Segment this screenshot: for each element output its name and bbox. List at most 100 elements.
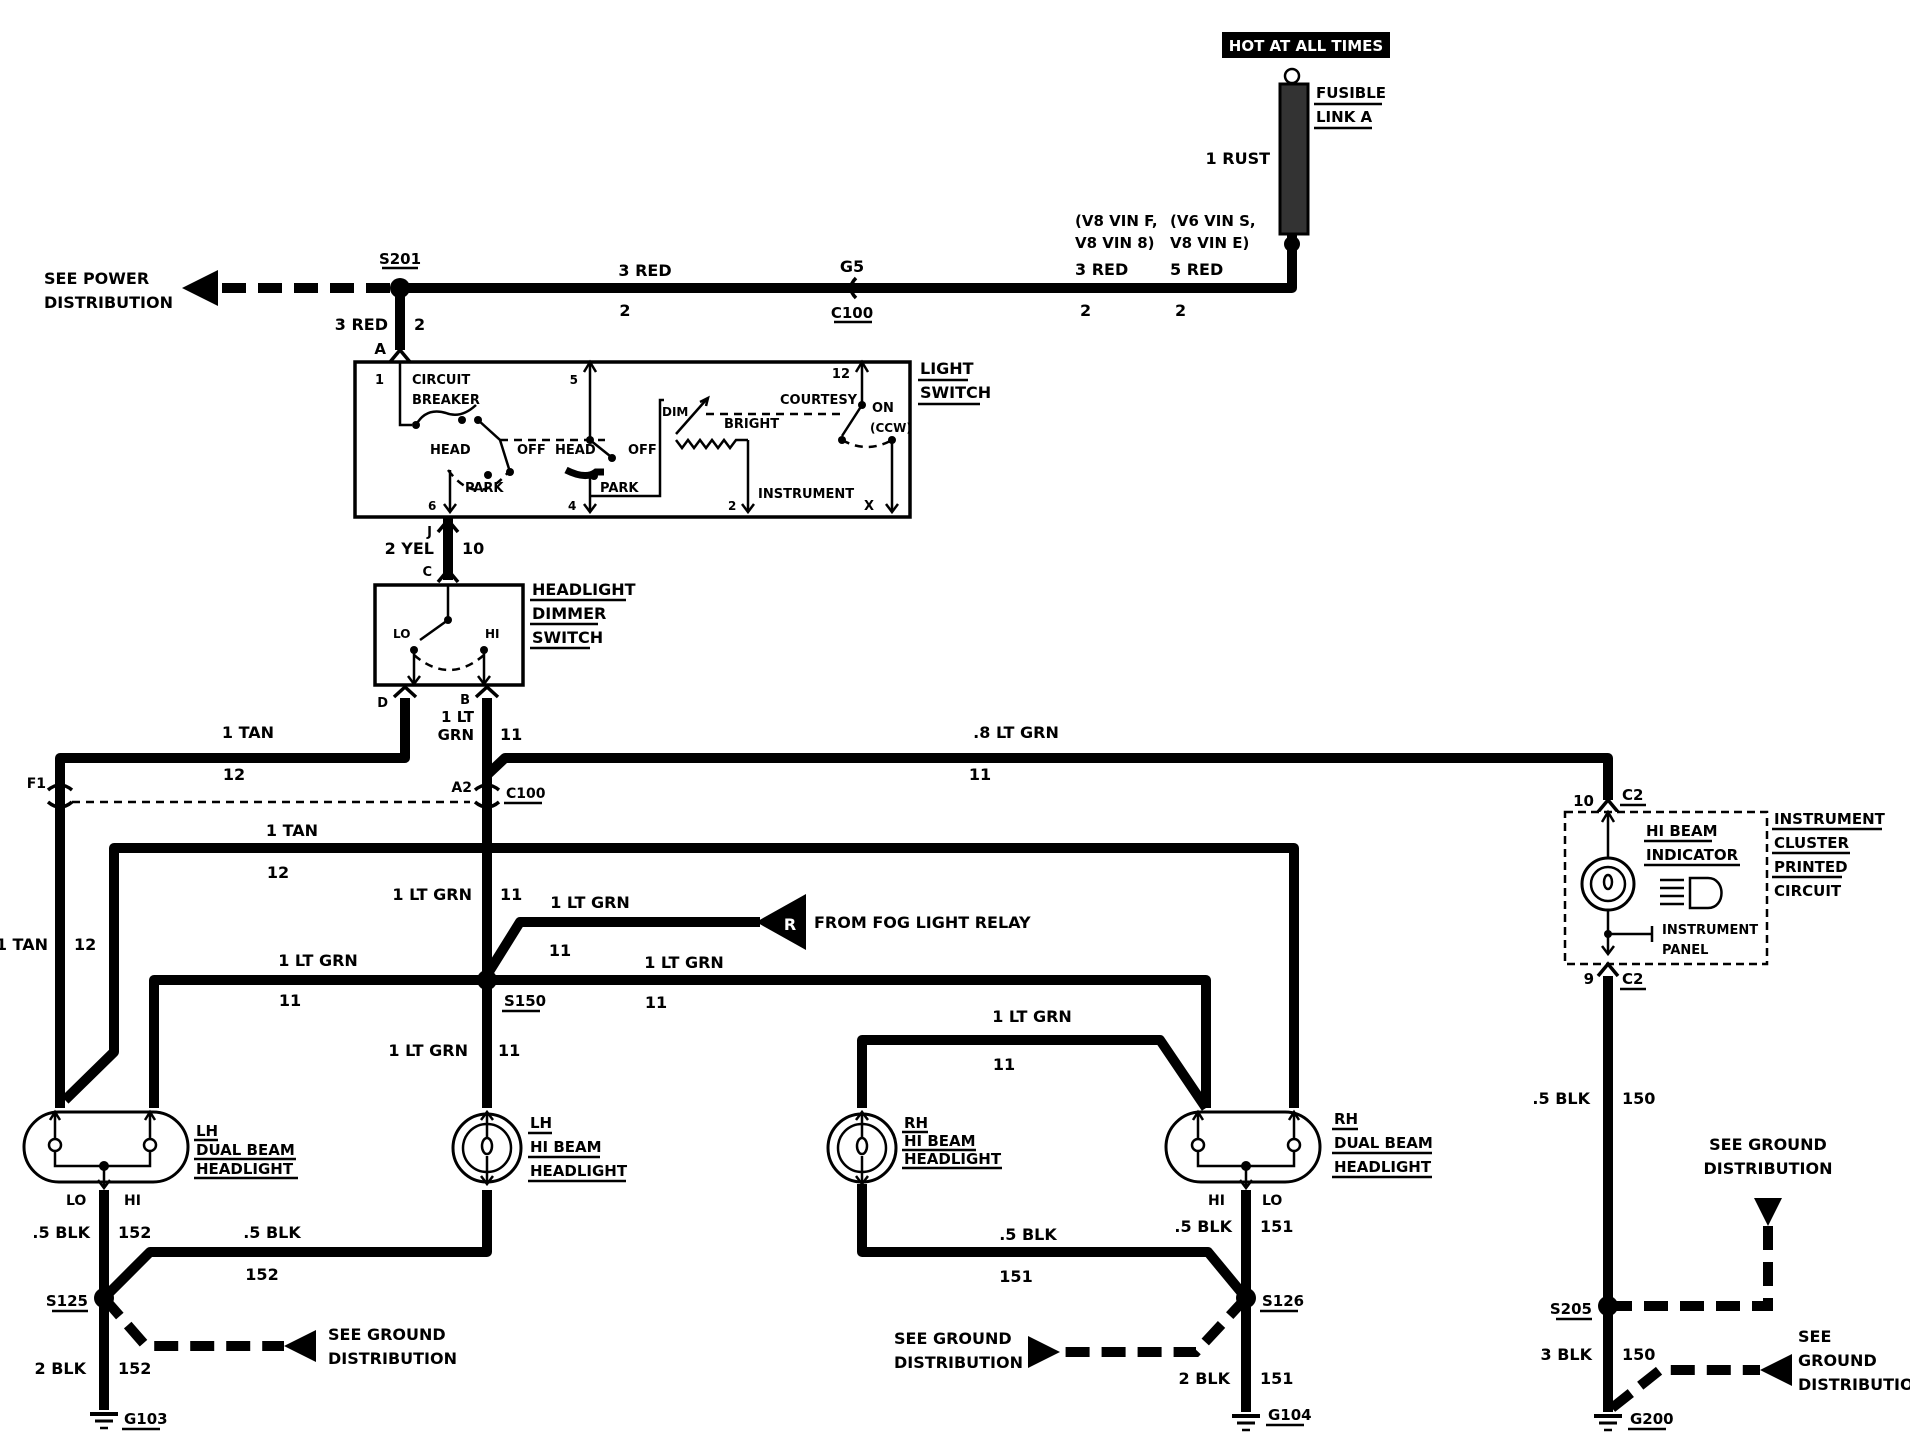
rh-blk5: .5 BLK	[1174, 1217, 1232, 1236]
pin-1: 1	[375, 373, 384, 388]
lh-ground-arrow	[284, 1330, 316, 1362]
rh-dual-title-2: DUAL BEAM	[1334, 1134, 1433, 1152]
lh-hi-title-2: HI BEAM	[530, 1138, 602, 1156]
tan-mid: 1 TAN	[266, 821, 318, 840]
c100-top-label: C100	[831, 304, 873, 322]
lh-dual-title-2: DUAL BEAM	[196, 1141, 295, 1159]
dim-label: DIM	[662, 405, 688, 419]
lh-ground-1: SEE GROUND	[328, 1325, 446, 1344]
wire-2yel: 2 YEL	[385, 539, 434, 558]
hot-at-all-times-badge	[1222, 32, 1390, 58]
hi-beam-symbol-icon	[1660, 876, 1723, 910]
hot-at-all-times-label: HOT AT ALL TIMES	[1229, 37, 1383, 55]
instrument-label: INSTRUMENT	[758, 487, 854, 502]
ltgrn-lh: 1 LT GRN	[278, 951, 358, 970]
lh-dual-hi: HI	[124, 1193, 141, 1209]
g104-ground-icon	[1232, 1414, 1260, 1432]
circuit-2-drop: 2	[414, 315, 425, 334]
s126-label: S126	[1262, 1292, 1304, 1310]
lh-ground-2: DISTRIBUTION	[328, 1349, 457, 1368]
rh-c151c: 151	[1260, 1369, 1293, 1388]
ltgrn-down: 1 LT GRN	[392, 885, 472, 904]
cluster-c150: 150	[1622, 1089, 1655, 1108]
f1-label: F1	[27, 776, 46, 792]
head-2: HEAD	[555, 443, 596, 458]
cluster-ground-top-arrow	[1754, 1198, 1782, 1226]
a2-label: A2	[451, 780, 472, 796]
cluster-c2-bot: C2	[1622, 970, 1643, 988]
cluster-ground-top-2: DISTRIBUTION	[1704, 1159, 1833, 1178]
g104-label: G104	[1268, 1406, 1312, 1424]
fusible-link-a	[1278, 82, 1310, 236]
cluster-ground-side-1: SEE	[1798, 1327, 1831, 1346]
courtesy-label: COURTESY	[780, 393, 858, 408]
cluster-pin-10: 10	[1573, 792, 1594, 810]
dimmer-pin-j: J	[426, 525, 432, 540]
pin-12: 12	[832, 367, 850, 382]
pin-6: 6	[428, 499, 436, 513]
c11-s150-down: 11	[498, 1041, 520, 1060]
c11-fog: 11	[549, 941, 571, 960]
ltgrn-fog: 1 LT GRN	[550, 893, 630, 912]
tan-top: 1 TAN	[222, 723, 274, 742]
s125-label: S125	[46, 1292, 88, 1310]
rh-c151: 151	[1260, 1217, 1293, 1236]
wire-3red-a: 3 RED	[1075, 260, 1128, 279]
rh-hi-title-3: HEADLIGHT	[904, 1150, 1002, 1168]
lh-hi-beam-headlight: LH HI BEAM HEADLIGHT	[451, 1109, 628, 1187]
cluster-title-2: CLUSTER	[1774, 834, 1849, 852]
panel-label-2: PANEL	[1662, 943, 1708, 958]
lh-dual-lamp-body	[22, 1110, 190, 1184]
light-switch-box	[353, 360, 912, 519]
pin-5: 5	[570, 373, 578, 387]
cluster-title-4: CIRCUIT	[1774, 882, 1842, 900]
c11-lh: 11	[279, 991, 301, 1010]
indicator-title-1: HI BEAM	[1646, 822, 1718, 840]
c12-left: 12	[74, 935, 96, 954]
light-switch: A LIGHT SWITCH 1 CIRCUIT BREAKER HEAD OF…	[353, 340, 991, 519]
cluster-pin-9: 9	[1584, 970, 1594, 988]
circuit-2-main: 2	[619, 301, 630, 320]
pin-4: 4	[568, 499, 576, 513]
variant-a-line1: (V8 VIN F,	[1075, 212, 1158, 230]
instrument-cluster: 10 C2 INSTRUMENT CLUSTER PRINTED CIRCUIT…	[1532, 786, 1910, 1432]
indicator-title-2: INDICATOR	[1646, 846, 1739, 864]
tan-left: 1 TAN	[0, 935, 48, 954]
pin-2: 2	[728, 499, 736, 513]
cluster-title-3: PRINTED	[1774, 858, 1848, 876]
lh-dual-beam-headlight: LH DUAL BEAM HEADLIGHT LO HI .5 BLK 152 …	[22, 1109, 492, 1431]
fusible-link-top-terminal	[1283, 67, 1301, 85]
lh-hi-title-3: HEADLIGHT	[530, 1162, 628, 1180]
dimmer-title-1: HEADLIGHT	[532, 580, 636, 599]
s205-splice	[1598, 1296, 1618, 1316]
dimmer-pin-d: D	[377, 696, 388, 711]
dimmer-title-2: DIMMER	[532, 604, 606, 623]
rh-dual-beam-headlight: RH DUAL BEAM HEADLIGHT HI LO .5 BLK 151 …	[894, 1109, 1433, 1432]
rh-dual-lamp-body	[1164, 1110, 1322, 1184]
lh-c152b: 152	[245, 1265, 278, 1284]
lh-c152: 152	[118, 1223, 151, 1242]
s150-label: S150	[504, 992, 546, 1010]
c11-long: 11	[969, 765, 991, 784]
fusible-link-label-1: FUSIBLE	[1316, 84, 1386, 102]
cluster-ground-side-2: GROUND	[1798, 1351, 1877, 1370]
dimmer-hi: HI	[485, 627, 500, 641]
lh-blk5: .5 BLK	[32, 1223, 90, 1242]
g103-label: G103	[124, 1410, 168, 1428]
rh-dual-lo: LO	[1262, 1193, 1282, 1209]
s205-label: S205	[1550, 1300, 1592, 1318]
head-1: HEAD	[430, 443, 471, 458]
variant-b-line2: V8 VIN E)	[1170, 234, 1249, 252]
wire-1ltgrn-a: 1 LT	[441, 708, 475, 726]
cluster-ground-side-arrow	[1760, 1354, 1792, 1386]
circuit-breaker-1: CIRCUIT	[412, 373, 470, 388]
cluster-blk5: .5 BLK	[1532, 1089, 1590, 1108]
circuit-2-b: 2	[1175, 301, 1186, 320]
lh-dual-title-3: HEADLIGHT	[196, 1160, 294, 1178]
g103-ground-icon	[90, 1412, 118, 1430]
rh-blk2: 2 BLK	[1179, 1369, 1231, 1388]
pin-a-label: A	[374, 340, 386, 358]
c100-top-connector	[849, 276, 858, 300]
off-2: OFF	[628, 443, 657, 458]
